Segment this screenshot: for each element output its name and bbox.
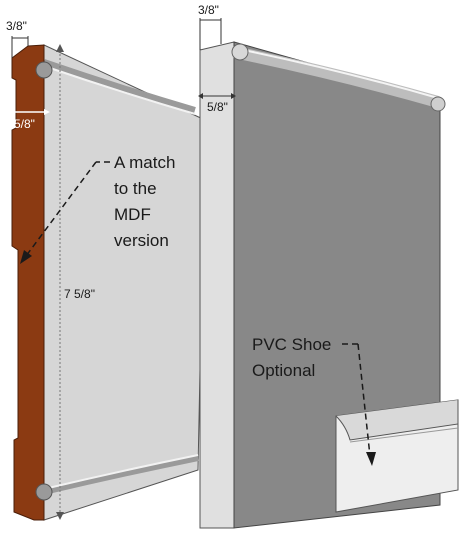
right-board xyxy=(198,18,446,529)
left-board xyxy=(11,44,206,521)
left-top-bead-end xyxy=(35,61,53,79)
left-top-bead xyxy=(43,59,196,113)
pvc-shoe-profile xyxy=(335,400,459,441)
mdf-end-profile xyxy=(11,44,45,521)
mdf-callout-leader xyxy=(20,161,110,264)
left-board-face xyxy=(43,44,206,521)
left-thickness-label: 3/8" xyxy=(6,19,27,33)
pvc-shoe xyxy=(335,399,459,513)
right-depth-label: 5/8" xyxy=(207,100,228,114)
left-bottom-bead-end xyxy=(35,483,53,501)
right-top-bead-highlight xyxy=(233,47,439,99)
left-bottom-bead xyxy=(43,455,199,495)
shoe-callout-text: PVC Shoe Optional xyxy=(252,335,336,380)
height-arrow-top xyxy=(56,44,64,52)
right-top-bead-far xyxy=(430,96,446,112)
left-thickness-dim xyxy=(11,36,29,58)
left-bottom-bead-highlight xyxy=(43,454,199,490)
left-top-bead-highlight xyxy=(43,65,196,115)
right-thickness-label: 3/8" xyxy=(198,3,219,17)
right-board-edge xyxy=(199,41,235,529)
height-label: 7 5/8" xyxy=(64,287,95,301)
shoe-callout-arrowhead xyxy=(366,452,376,466)
right-top-bead-end xyxy=(231,43,249,61)
left-depth-label: 5/8" xyxy=(14,117,35,131)
height-arrow-bottom xyxy=(56,512,64,520)
left-depth-dim xyxy=(6,109,50,115)
mdf-callout-text: A match to the MDF version xyxy=(114,153,180,250)
right-top-bead xyxy=(232,46,440,108)
shoe-callout-leader xyxy=(342,343,376,466)
mdf-callout-arrowhead xyxy=(20,250,32,264)
